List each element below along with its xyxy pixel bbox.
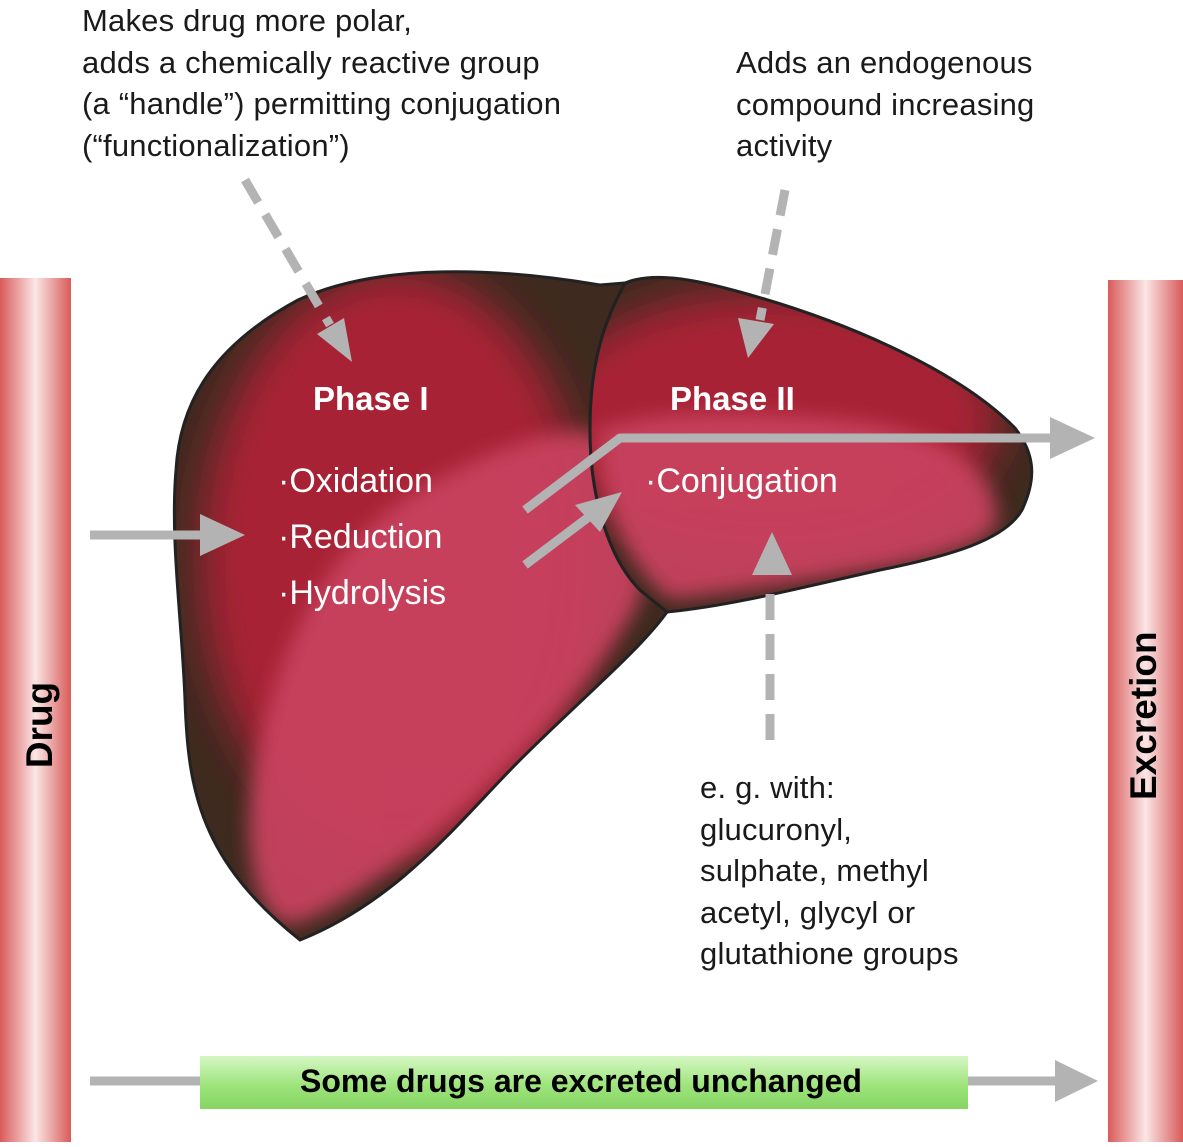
example-line: glutathione groups [700, 936, 959, 971]
drug-tube [0, 278, 71, 1142]
excretion-arrowhead [1050, 417, 1095, 459]
example-line: e. g. with: [700, 770, 835, 805]
unchanged-banner [200, 1056, 968, 1109]
liver-right-lobe [588, 275, 1034, 614]
drug-label: Drug [19, 681, 60, 769]
drug-inflow-arrowhead [200, 514, 245, 556]
phase2-dashed-arrowhead [738, 318, 774, 358]
phase2-note-line: compound increasing [736, 86, 1035, 122]
excretion-label: Excretion [1123, 631, 1164, 800]
phase1-item-oxidation: ·Oxidation [278, 462, 433, 500]
example-line: glucuronyl, [700, 811, 853, 847]
unchanged-arrowhead [1055, 1060, 1098, 1102]
phase1-to-excretion-arrow [522, 433, 1055, 514]
example-line: sulphate, methyl [700, 853, 929, 888]
phase1-item-hydrolysis: ·Hydrolysis [278, 574, 447, 612]
phase2-arrowhead [575, 492, 622, 532]
phase1-note-line: (“functionalization”) [82, 127, 350, 163]
conjugation-examples: e. g. with: glucuronyl, sulphate, methyl… [700, 767, 959, 975]
phase2-note-dashed-arrow [755, 189, 790, 321]
phase2-title: Phase II [670, 380, 795, 417]
phase1-note-dashed-arrow [241, 177, 334, 328]
examples-dashed-arrowhead [752, 532, 792, 575]
phase1-item-reduction: ·Reduction [278, 518, 443, 556]
phase2-item-conjugation: ·Conjugation [645, 462, 838, 500]
phase1-note: Makes drug more polar, adds a chemically… [82, 0, 561, 166]
unchanged-banner-text: Some drugs are excreted unchanged [300, 1063, 862, 1099]
phase1-note-line: (a “handle”) permitting conjugation [82, 86, 562, 121]
phase1-to-phase2-arrow [522, 512, 593, 569]
phase2-note: Adds an endogenous compound increasing a… [736, 42, 1034, 167]
phase1-title: Phase I [313, 380, 429, 417]
phase1-note-line: Makes drug more polar, [82, 3, 413, 38]
example-line: acetyl, glycyl or [700, 894, 916, 930]
phase2-note-line: Adds an endogenous [736, 45, 1033, 80]
phase2-note-line: activity [736, 128, 833, 163]
excretion-tube [1108, 280, 1183, 1142]
phase1-dashed-arrowhead [317, 318, 352, 362]
phase1-note-line: adds a chemically reactive group [82, 44, 540, 80]
